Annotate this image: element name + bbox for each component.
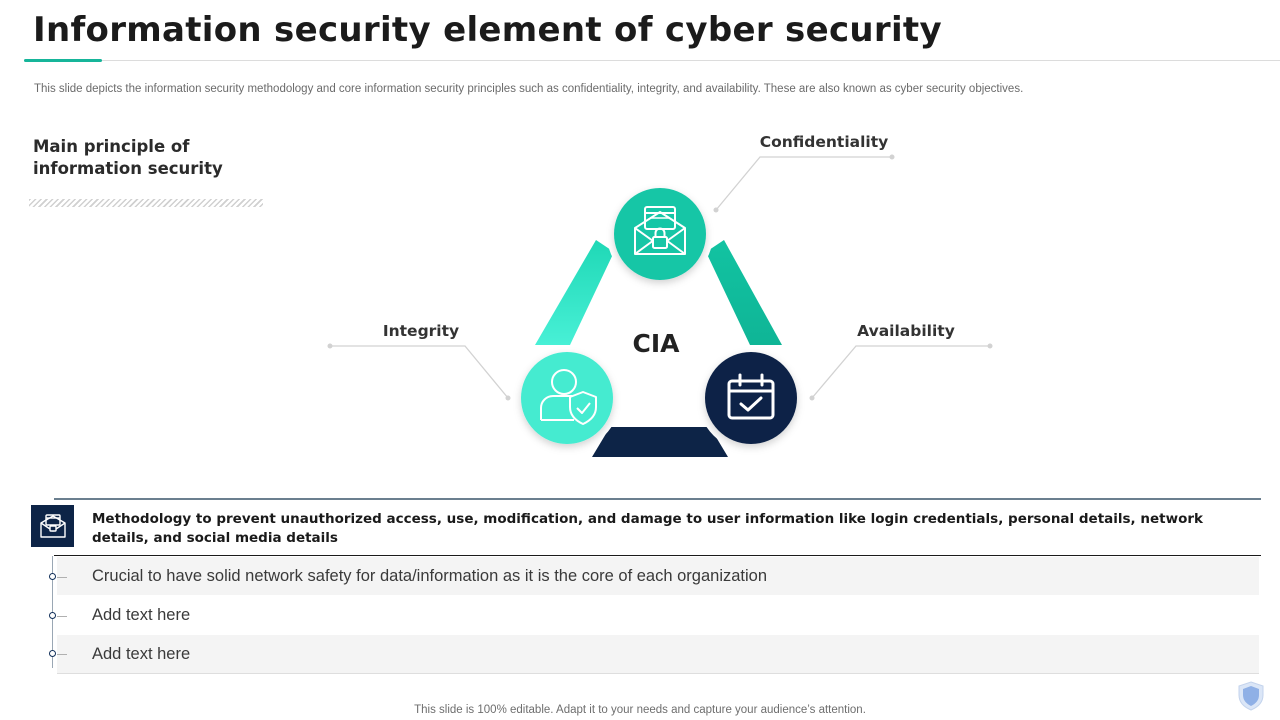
slide-title: Information security element of cyber se…	[33, 10, 942, 50]
list-item: Add text here	[57, 635, 1259, 673]
left-node	[521, 352, 613, 444]
methodology-top-rule	[54, 498, 1261, 500]
cia-triad-diagram: CIA Confidentiality Integrity Availabili…	[327, 133, 993, 457]
principle-heading-line-2: information security	[33, 159, 223, 178]
cia-label: CIA	[633, 329, 681, 358]
triangle-arm-bottom	[592, 427, 728, 457]
footer-note: This slide is 100% editable. Adapt it to…	[414, 704, 866, 716]
secure-email-icon	[634, 206, 686, 255]
right-node	[705, 352, 797, 444]
list-bullet	[49, 612, 56, 619]
hatched-divider	[29, 199, 263, 207]
list-item-text: Add text here	[92, 644, 191, 663]
methodology-bottom-rule	[54, 555, 1261, 556]
principle-heading-line-1: Main principle of	[33, 137, 190, 156]
secure-email-icon	[39, 514, 66, 538]
list-item: Add text here	[57, 596, 1259, 634]
calendar-check-icon	[727, 373, 775, 420]
list-item-text: Add text here	[92, 605, 191, 624]
list-item-text: Crucial to have solid network safety for…	[92, 566, 768, 585]
top-node	[614, 188, 706, 280]
slide-description: This slide depicts the information secur…	[34, 83, 1024, 95]
list-bullet	[49, 650, 56, 657]
availability-label: Availability	[857, 322, 955, 340]
bullet-dash	[57, 577, 67, 578]
title-accent-bar	[24, 59, 102, 62]
principle-heading: Main principle of information security	[33, 136, 263, 180]
confidentiality-label: Confidentiality	[760, 133, 889, 151]
title-divider	[24, 60, 1280, 61]
bullet-dash	[57, 616, 67, 617]
triangle-arm-left	[535, 240, 614, 345]
list-bottom-rule	[57, 673, 1259, 674]
methodology-icon-box	[31, 505, 74, 547]
triangle-arm-right	[706, 240, 782, 345]
bullet-dash	[57, 654, 67, 655]
shield-icon	[1238, 681, 1264, 711]
methodology-heading: Methodology to prevent unauthorized acce…	[92, 511, 1203, 546]
confidentiality-connector	[713, 154, 895, 213]
availability-connector	[809, 343, 993, 401]
user-shield-icon	[540, 369, 597, 425]
list-item: Crucial to have solid network safety for…	[57, 557, 1259, 595]
integrity-label: Integrity	[383, 322, 459, 340]
integrity-connector	[327, 343, 511, 401]
list-bullet	[49, 573, 56, 580]
